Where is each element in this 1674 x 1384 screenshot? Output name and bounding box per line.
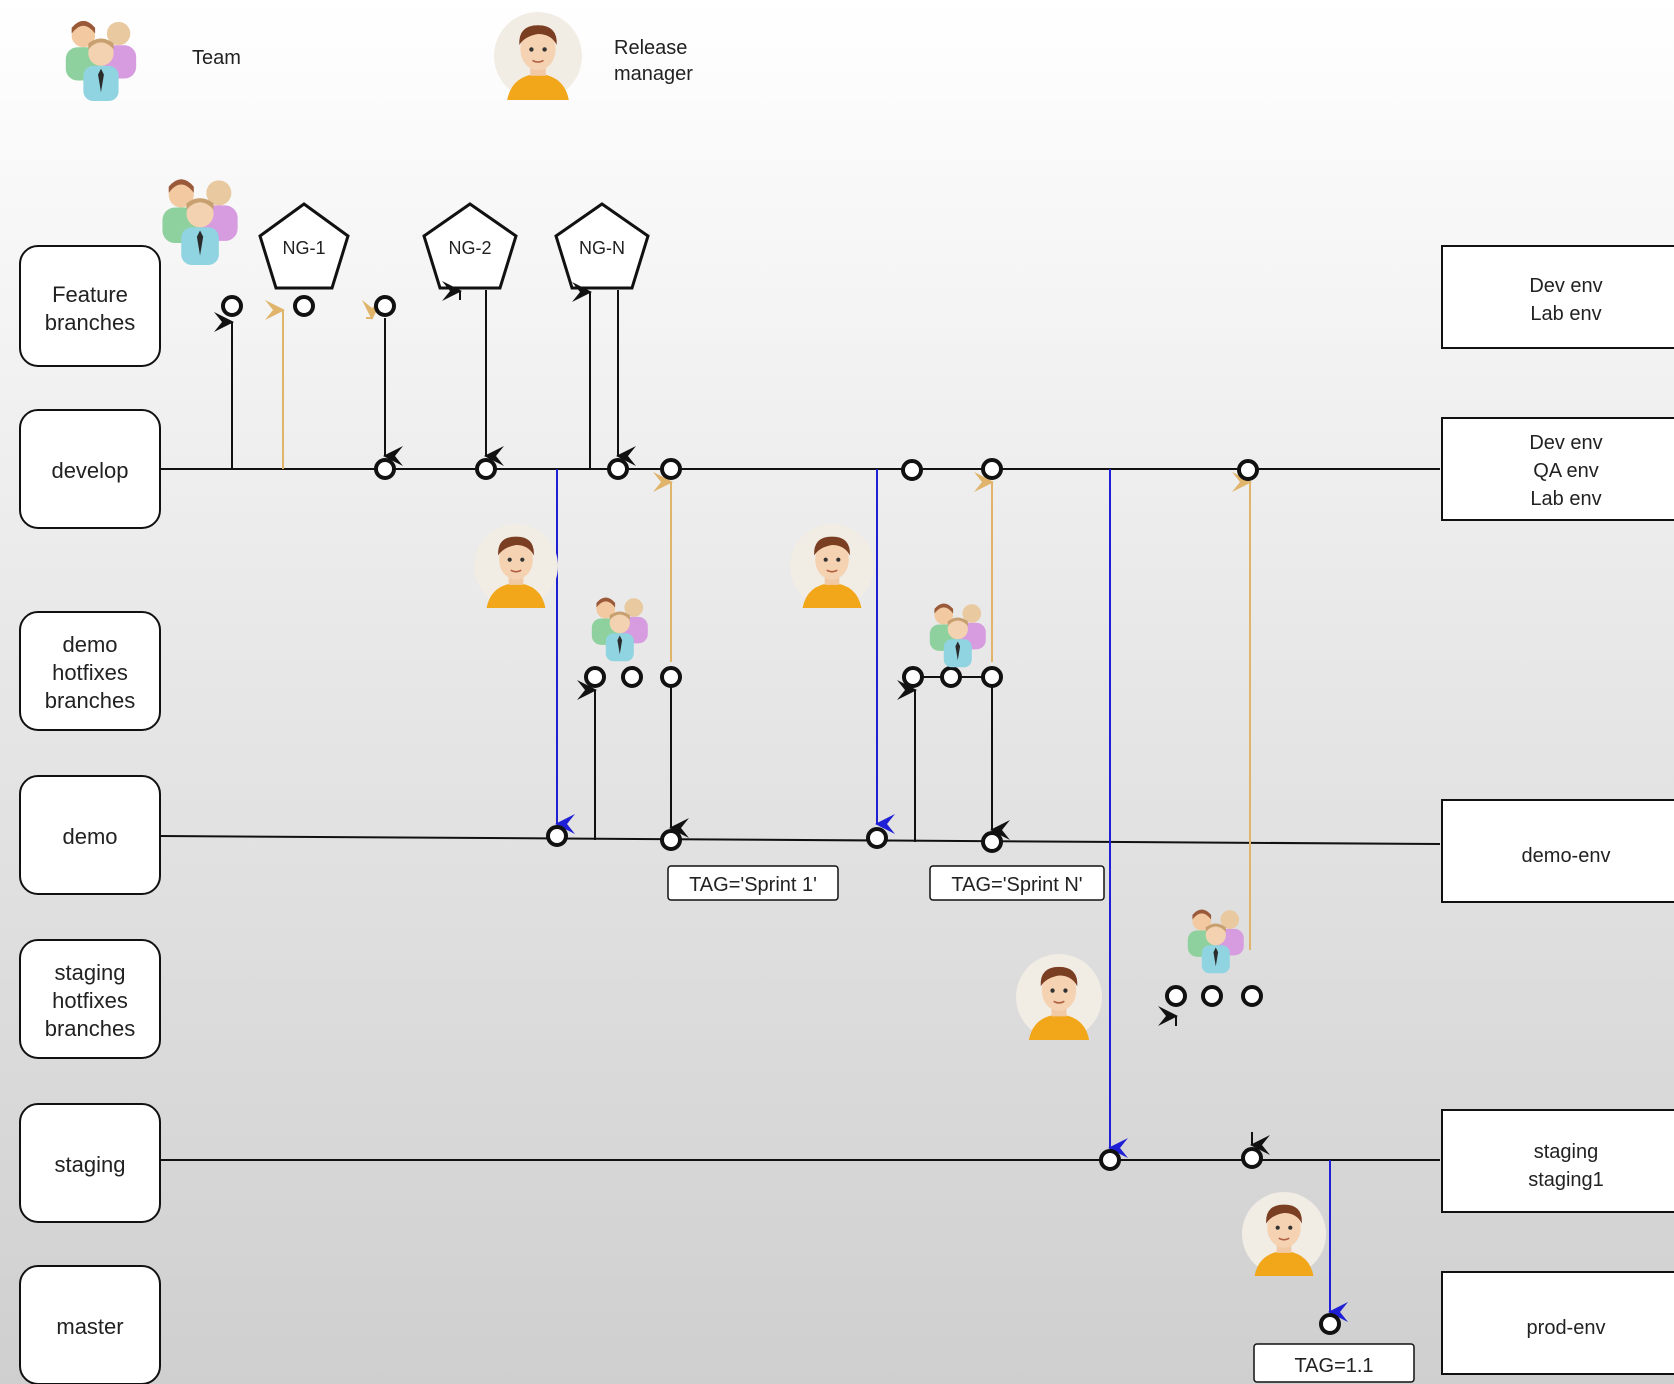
commit [1165, 985, 1187, 1007]
env-master-label: prod-env [1527, 1317, 1606, 1339]
branch-develop: develop [19, 409, 161, 529]
branch-master: master [19, 1265, 161, 1384]
commits [221, 295, 1341, 1335]
commit [475, 458, 497, 480]
commit [660, 458, 682, 480]
commit [584, 666, 606, 688]
env-demo: demo-env [1441, 799, 1674, 903]
branch-staging-label: staging [55, 1152, 126, 1177]
commit [660, 666, 682, 688]
commit [1241, 1147, 1263, 1169]
team-legend-icon [65, 20, 137, 102]
commit [221, 295, 243, 317]
feature-ng1: NG-1 [258, 202, 350, 290]
branch-staging: staging [19, 1103, 161, 1223]
tag-sprint-1: TAG='Sprint 1' [667, 865, 839, 901]
commit [1201, 985, 1223, 1007]
feature-ng1-label: NG-1 [282, 238, 325, 258]
commit [981, 458, 1003, 480]
commit [940, 666, 962, 688]
release-manager-avatar-icon [1242, 1192, 1326, 1276]
release-manager-legend-icon [494, 12, 582, 100]
commit [621, 666, 643, 688]
team-icon [929, 603, 986, 668]
tag-release-label: TAG=1.1 [1294, 1355, 1373, 1377]
commit [374, 458, 396, 480]
commit [902, 666, 924, 688]
env-master: prod-env [1441, 1271, 1674, 1375]
commit [981, 831, 1003, 853]
branch-demo: demo [19, 775, 161, 895]
commit [1241, 985, 1263, 1007]
branch-master-label: master [56, 1314, 123, 1339]
demo-line [159, 835, 1441, 845]
commit [607, 458, 629, 480]
team-legend-label: Team [192, 47, 241, 69]
commit [374, 295, 396, 317]
tag-sprint-1-label: TAG='Sprint 1' [689, 874, 817, 896]
team-icon [162, 179, 238, 265]
release-manager-avatar-icon [474, 524, 558, 608]
commit [1319, 1313, 1341, 1335]
commit [546, 825, 568, 847]
team-icon [591, 597, 648, 662]
commit [1237, 459, 1259, 481]
branch-demo-label: demo [62, 824, 117, 849]
feature-ngn-label: NG-N [579, 238, 625, 258]
commit [660, 829, 682, 851]
commit [901, 459, 923, 481]
feature-ng2: NG-2 [422, 202, 518, 290]
tag-sprint-n-label: TAG='Sprint N' [951, 874, 1082, 896]
commit [293, 295, 315, 317]
tag-sprint-n: TAG='Sprint N' [929, 865, 1105, 901]
branch-develop-label: develop [51, 458, 128, 483]
release-manager-avatar-icon [790, 524, 874, 608]
tag-release: TAG=1.1 [1253, 1343, 1415, 1383]
release-manager-avatar-icon [1016, 954, 1102, 1040]
env-demo-label: demo-env [1522, 845, 1611, 867]
commit [866, 827, 888, 849]
commit [981, 666, 1003, 688]
commit [1099, 1149, 1121, 1171]
team-icon [1187, 909, 1244, 974]
feature-ng2-label: NG-2 [448, 238, 491, 258]
feature-ngn: NG-N [554, 202, 650, 290]
